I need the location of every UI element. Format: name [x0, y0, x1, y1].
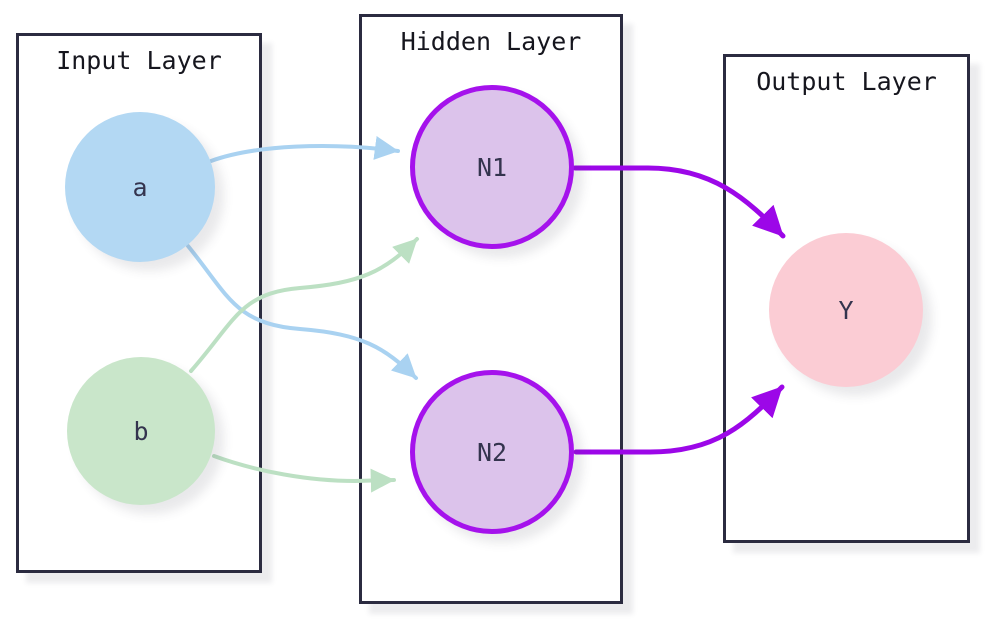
output-layer-title: Output Layer — [756, 67, 937, 96]
hidden-layer-title: Hidden Layer — [400, 27, 582, 56]
node-n2: N2 — [410, 370, 574, 534]
input-layer-title: Input Layer — [56, 46, 222, 75]
node-a: a — [65, 112, 215, 262]
node-b-label: b — [133, 416, 149, 446]
node-a-label: a — [132, 172, 148, 202]
node-y-label: Y — [838, 295, 854, 325]
node-b: b — [67, 357, 215, 505]
node-n1-label: N1 — [476, 152, 508, 182]
node-n2-label: N2 — [476, 437, 508, 467]
node-y: Y — [769, 233, 923, 387]
node-n1: N1 — [410, 85, 574, 249]
